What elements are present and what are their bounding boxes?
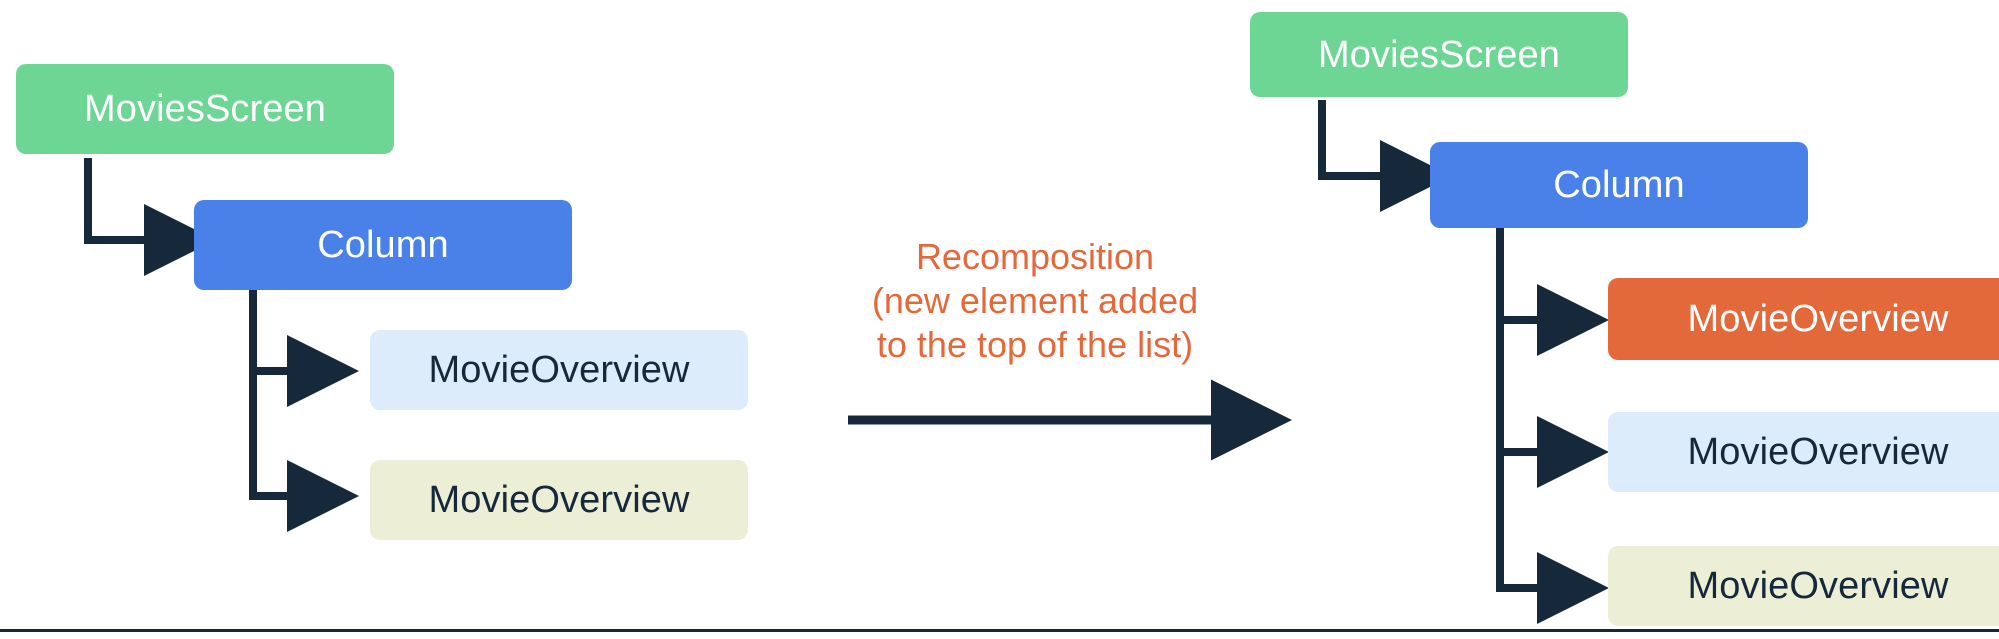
recomposition-caption-line2: (new element added <box>871 280 1199 321</box>
left-node-movie-overview-1[interactable]: MovieOverview <box>370 330 748 410</box>
edge-right-column-to-children <box>1496 228 1609 624</box>
recomposition-caption-line3: to the top of the list) <box>876 324 1194 365</box>
edge-left-column-to-children <box>249 265 359 532</box>
right-node-movie-overview-2[interactable]: MovieOverview <box>1608 546 1999 626</box>
left-node-movies-screen[interactable]: MoviesScreen <box>16 64 394 154</box>
right-node-movies-screen[interactable]: MoviesScreen <box>1250 12 1628 97</box>
right-node-movie-overview-new[interactable]: MovieOverview <box>1608 278 1999 360</box>
edge-right-root-to-column <box>1318 100 1452 212</box>
bottom-divider <box>0 629 1999 632</box>
edge-left-root-to-column <box>84 158 216 276</box>
right-node-column[interactable]: Column <box>1430 142 1808 228</box>
right-node-movie-overview-1[interactable]: MovieOverview <box>1608 412 1999 492</box>
left-node-column[interactable]: Column <box>194 200 572 290</box>
left-node-movie-overview-2[interactable]: MovieOverview <box>370 460 748 540</box>
recomposition-caption-line1: Recomposition <box>915 236 1155 277</box>
